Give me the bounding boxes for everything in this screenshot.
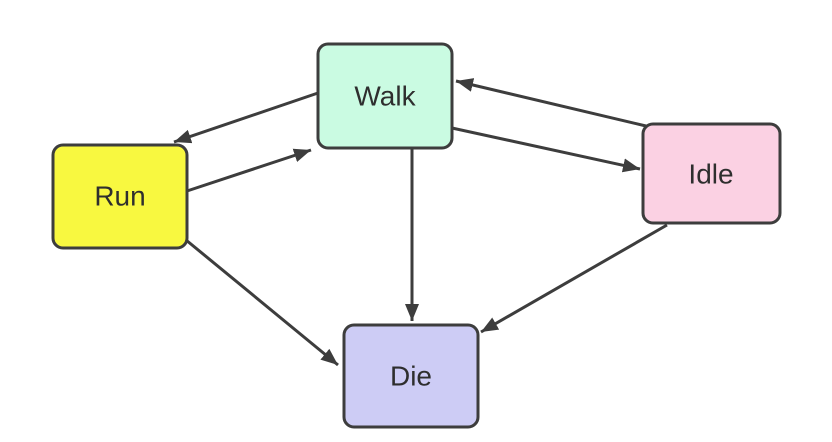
edge-walk-to-run bbox=[173, 91, 319, 144]
node-run-shape[interactable] bbox=[51, 143, 189, 250]
node-die[interactable]: Die bbox=[342, 323, 480, 429]
edge-idle-to-walk bbox=[455, 78, 647, 128]
node-run[interactable]: Run bbox=[51, 143, 189, 250]
edge-walk-to-idle bbox=[451, 126, 641, 173]
node-idle[interactable]: Idle bbox=[641, 122, 782, 225]
edge-run-to-die bbox=[185, 238, 339, 367]
edge-run-to-walk bbox=[186, 148, 312, 193]
node-idle-shape[interactable] bbox=[641, 122, 782, 225]
node-walk[interactable]: Walk bbox=[316, 42, 454, 150]
node-layer: Walk Run Idle Die bbox=[51, 42, 782, 429]
node-die-shape[interactable] bbox=[342, 323, 480, 429]
edge-layer bbox=[173, 78, 668, 367]
edge-idle-to-die bbox=[480, 223, 668, 334]
node-walk-shape[interactable] bbox=[316, 42, 454, 150]
